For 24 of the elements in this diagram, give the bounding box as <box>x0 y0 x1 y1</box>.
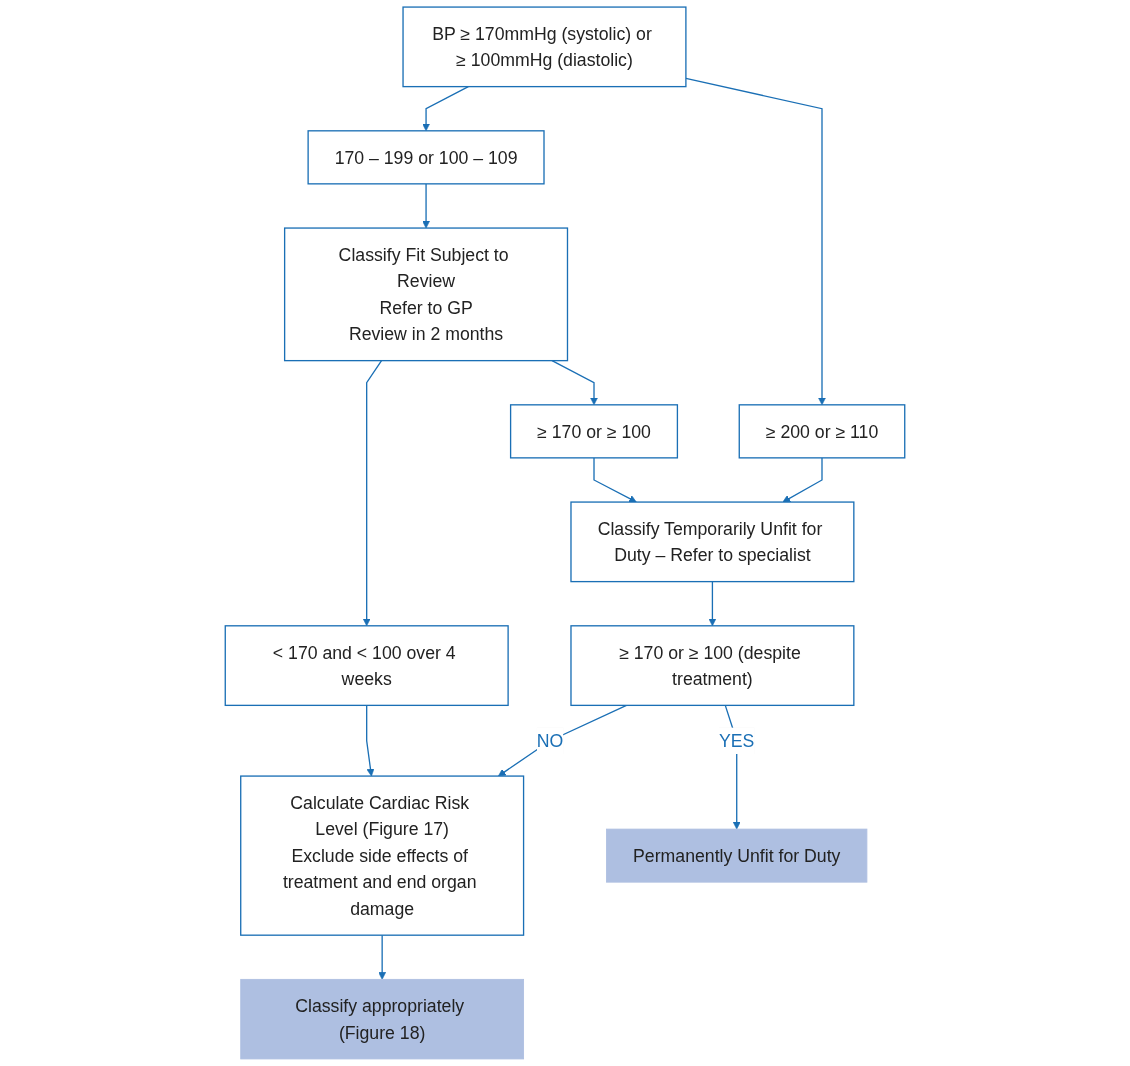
node-box: Classify Temporarily Unfit for Duty – Refer to specialist <box>570 501 855 583</box>
node-box: ≥ 170 or ≥ 100 <box>509 404 679 459</box>
node-box: ≥ 200 or ≥ 110 <box>738 404 906 459</box>
edge-label: NO <box>536 731 564 751</box>
arrow <box>498 704 628 777</box>
node-box: Calculate Cardiac Risk Level (Figure 17) Exclude side effects of treatment and end organ damage <box>240 775 525 936</box>
arrow <box>362 359 383 627</box>
node-box: Classify Fit Subject to Review Refer to GP Review in 2 months <box>283 227 569 362</box>
node-box: Classify appropriately (Figure 18) <box>240 978 525 1060</box>
arrow <box>422 183 430 229</box>
arrow <box>366 704 375 777</box>
arrow <box>782 457 823 503</box>
edge-label: YES <box>719 731 755 751</box>
node-box: Permanently Unfit for Duty <box>606 828 868 883</box>
arrow <box>378 934 387 980</box>
node-box: 170 – 199 or 100 – 109 <box>307 130 545 185</box>
arrow <box>708 580 717 627</box>
node-box: < 170 and < 100 over 4 weeks <box>224 625 509 707</box>
arrow <box>551 359 598 406</box>
node-box: BP ≥ 170mmHg (systolic) or ≥ 100mmHg (diastolic) <box>402 6 687 88</box>
arrow <box>593 457 637 503</box>
node-box: ≥ 170 or ≥ 100 (despite treatment) <box>570 625 855 707</box>
arrow <box>422 85 469 132</box>
arrow <box>685 77 826 406</box>
